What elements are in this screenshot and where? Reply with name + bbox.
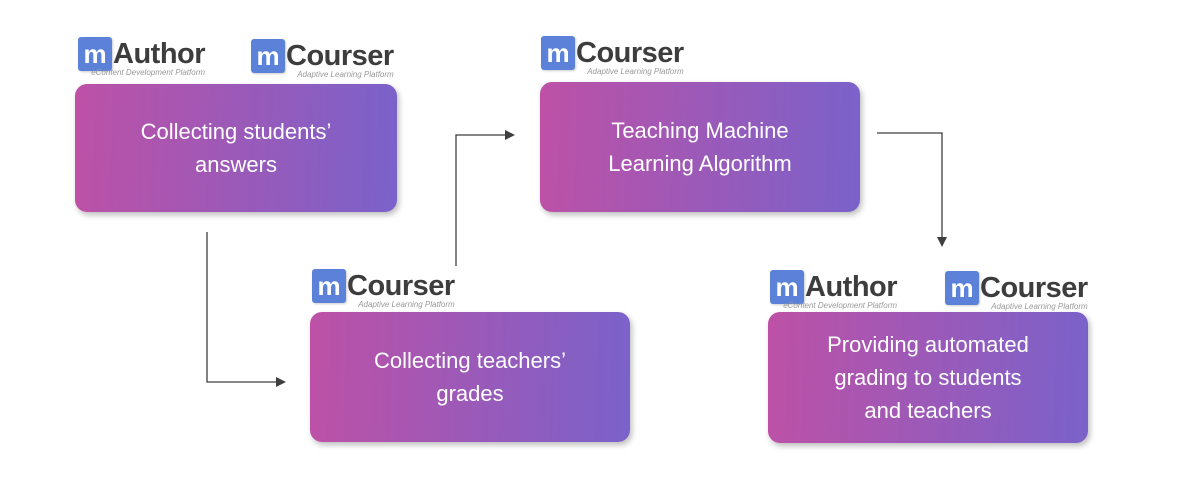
mcourser-logo-row: m Courser xyxy=(945,271,1088,305)
mcourser-logo: m Courser Adaptive Learning Platform xyxy=(312,269,455,309)
mcourser-logo-name: Courser xyxy=(347,270,455,302)
mauthor-logo-row: m Author xyxy=(78,37,206,71)
arrow-students-answers-to-teachers-grades xyxy=(206,232,286,387)
arrow-ml-algorithm-to-automated-grading xyxy=(877,132,947,247)
mcourser-logo-row: m Courser xyxy=(541,36,684,70)
mauthor-logo-tagline: eContent Development Platform xyxy=(783,301,898,310)
box-collecting-students-answers-label: Collecting students’ answers xyxy=(140,119,332,177)
mcourser-logo-tagline: Adaptive Learning Platform xyxy=(358,300,455,309)
mcourser-logo-mark-icon: m xyxy=(251,39,285,73)
box-collecting-students-answers: Collecting students’ answers xyxy=(75,84,397,212)
mcourser-logo-row: m Courser xyxy=(312,269,455,303)
mcourser-logo: m Courser Adaptive Learning Platform xyxy=(541,36,684,76)
mcourser-logo-mark-icon: m xyxy=(541,36,575,70)
mcourser-logo-tagline: Adaptive Learning Platform xyxy=(297,70,394,79)
mcourser-logo-mark-icon: m xyxy=(312,269,346,303)
mauthor-logo-tagline: eContent Development Platform xyxy=(91,68,206,77)
mauthor-logo-name: Author xyxy=(113,38,206,70)
box-collecting-teachers-grades: Collecting teachers’ grades xyxy=(310,312,630,442)
mauthor-logo-name: Author xyxy=(805,271,898,303)
mcourser-logo: m Courser Adaptive Learning Platform xyxy=(251,39,394,79)
mcourser-logo-tagline: Adaptive Learning Platform xyxy=(991,302,1088,311)
mauthor-logo-mark-icon: m xyxy=(770,270,804,304)
mcourser-logo-name: Courser xyxy=(286,40,394,72)
mauthor-logo-row: m Author xyxy=(770,270,898,304)
mauthor-logo: m Author eContent Development Platform xyxy=(78,37,206,77)
mcourser-logo-row: m Courser xyxy=(251,39,394,73)
mauthor-logo: m Author eContent Development Platform xyxy=(770,270,898,310)
box-providing-automated-grading: Providing automated grading to students … xyxy=(768,312,1088,443)
box-teaching-ml-algorithm-label: Teaching Machine Learning Algorithm xyxy=(608,118,792,176)
mcourser-logo: m Courser Adaptive Learning Platform xyxy=(945,271,1088,311)
arrow-teachers-grades-to-ml-algorithm xyxy=(455,130,515,266)
mcourser-logo-name: Courser xyxy=(576,37,684,69)
box-collecting-teachers-grades-label: Collecting teachers’ grades xyxy=(374,348,566,406)
box-providing-automated-grading-label: Providing automated grading to students … xyxy=(827,332,1029,423)
mcourser-logo-mark-icon: m xyxy=(945,271,979,305)
mauthor-logo-mark-icon: m xyxy=(78,37,112,71)
mcourser-logo-tagline: Adaptive Learning Platform xyxy=(587,67,684,76)
mcourser-logo-name: Courser xyxy=(980,272,1088,304)
box-teaching-ml-algorithm: Teaching Machine Learning Algorithm xyxy=(540,82,860,212)
